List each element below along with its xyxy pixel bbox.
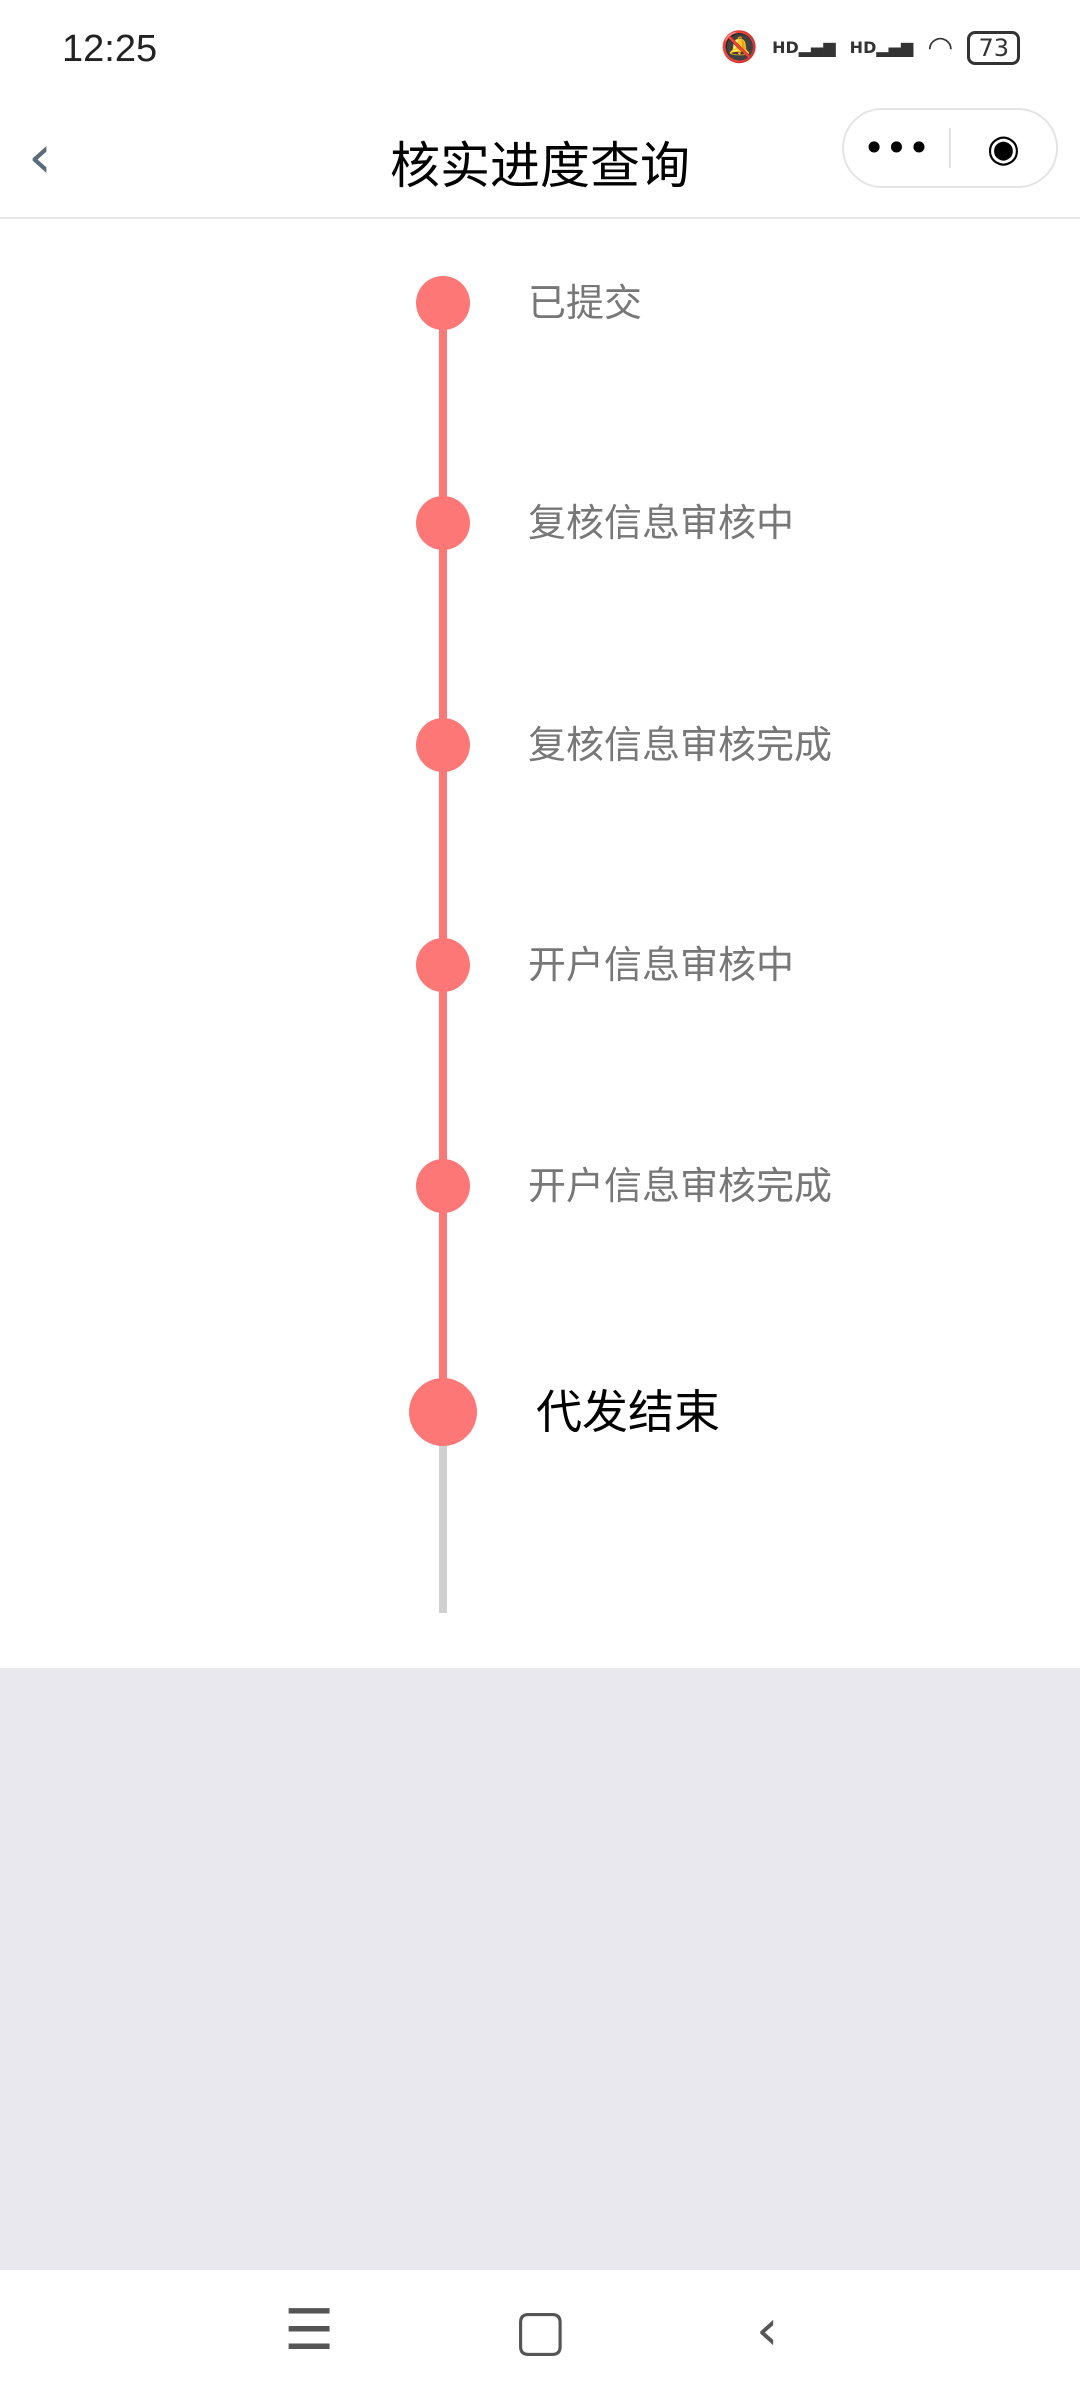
close-button[interactable]: ◉ [986,126,1021,170]
status-bar: 12:25 🔕 HD▂▄▆ HD▂▄▆ ◠ 73 [0,0,1080,100]
wifi-icon: ◠ [927,30,954,65]
timeline-step-label: 已提交 [528,281,643,325]
timeline-connector [439,965,447,1186]
timeline-step-label: 开户信息审核中 [528,943,795,987]
battery-icon: 73 [967,30,1020,65]
clock: 12:25 [62,28,158,70]
timeline-dot [416,1159,470,1213]
timeline-connector [439,745,447,965]
timeline-step-label: 代发结束 [536,1385,720,1439]
menu-icon[interactable]: ☰ [284,2298,335,2363]
timeline-dot [416,938,470,992]
timeline-tail [439,1412,447,1613]
signal-icon: HD▂▄▆ [772,38,836,57]
back-nav-icon[interactable]: ‹ [756,2298,779,2363]
timeline-connector [439,303,447,523]
timeline-step-label: 开户信息审核完成 [528,1164,833,1208]
timeline-dot [416,276,470,330]
system-nav-bar: ☰ ▢ ‹ [0,2270,1080,2400]
timeline-step-label: 复核信息审核完成 [528,723,833,767]
nav-header: ‹ 核实进度查询 ••• ◉ [0,100,1080,219]
progress-timeline: 已提交复核信息审核中复核信息审核完成开户信息审核中开户信息审核完成代发结束 [0,219,1080,1668]
signal-icon-2: HD▂▄▆ [849,38,914,57]
home-icon[interactable]: ▢ [514,2298,567,2363]
timeline-connector [439,523,447,745]
timeline-dot [416,718,470,772]
timeline-step-label: 复核信息审核中 [528,501,795,545]
mute-bell-icon: 🔕 [720,30,759,65]
timeline-dot [409,1378,477,1446]
page-title: 核实进度查询 [390,137,690,195]
divider [949,128,951,168]
miniprogram-capsule: ••• ◉ [842,108,1058,188]
timeline-connector [439,1186,447,1412]
timeline-dot [416,496,470,550]
back-button[interactable]: ‹ [28,122,52,192]
more-button[interactable]: ••• [862,126,931,170]
empty-area [0,1668,1080,2270]
